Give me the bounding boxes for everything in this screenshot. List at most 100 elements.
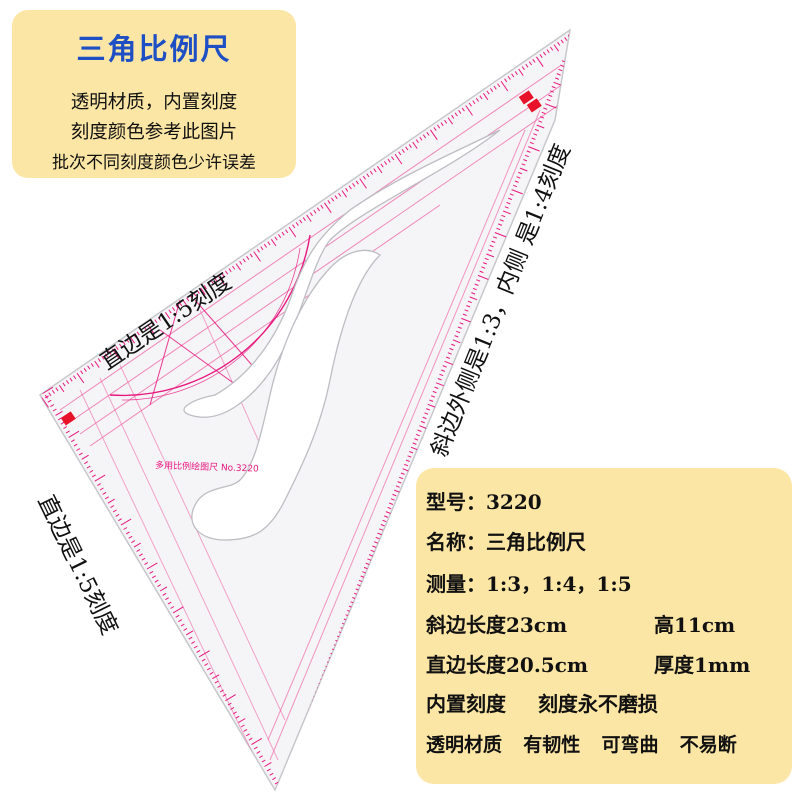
scale-tick xyxy=(288,226,297,238)
spec-thick-label: 厚度 xyxy=(654,653,694,677)
scale-tick xyxy=(296,738,301,742)
scale-tick xyxy=(526,150,531,153)
scale-tick xyxy=(62,382,66,387)
scale-tick xyxy=(232,265,236,270)
scale-tick xyxy=(193,292,197,297)
scale-tick xyxy=(168,309,172,314)
scale-tick xyxy=(553,44,560,52)
scale-tick xyxy=(44,395,49,399)
scale-tick xyxy=(277,781,289,789)
scale-tick xyxy=(94,474,106,482)
scale-tick xyxy=(110,505,115,509)
scale-tick xyxy=(429,399,434,402)
scale-tick xyxy=(341,190,348,198)
scale-tick xyxy=(531,137,536,140)
spec-measure: 测量：1:3，1:4，1:5 xyxy=(426,568,632,597)
scale-tick xyxy=(508,197,513,201)
scale-tick xyxy=(334,195,338,200)
scale-tick xyxy=(432,390,437,394)
scale-tick xyxy=(372,545,377,548)
scale-tick xyxy=(313,209,317,214)
scale-tick xyxy=(118,518,122,522)
scale-tick xyxy=(338,192,342,197)
spec-name-label: 名称： xyxy=(426,530,486,554)
scale-tick xyxy=(524,154,529,158)
scale-tick xyxy=(462,313,467,316)
scale-tick xyxy=(401,149,405,153)
scale-tick xyxy=(63,426,68,430)
scale-tick xyxy=(479,95,483,100)
scale-tick xyxy=(246,256,250,260)
scale-tick xyxy=(424,412,429,415)
scale-tick xyxy=(400,472,405,475)
scale-tick xyxy=(157,316,162,321)
scale-tick xyxy=(274,781,279,785)
scale-tick xyxy=(52,408,57,412)
scale-tick xyxy=(138,553,143,557)
spec-hyp-label: 斜边长度 xyxy=(426,613,506,637)
scale-tick xyxy=(249,253,253,258)
scale-tick xyxy=(422,134,427,139)
scale-tick xyxy=(120,518,132,526)
scale-tick xyxy=(355,180,359,185)
scale-tick xyxy=(108,350,112,355)
scale-tick xyxy=(529,141,534,145)
scale-tick xyxy=(84,461,89,465)
spec-model-label: 型号： xyxy=(426,490,486,514)
french-curve-cutout xyxy=(191,249,382,541)
scale-tick xyxy=(451,343,456,347)
scale-tick xyxy=(299,219,303,224)
feature-bendable: 可弯曲 xyxy=(601,734,659,756)
scale-tick xyxy=(300,730,305,733)
scale-tick xyxy=(534,128,539,132)
scale-tick xyxy=(477,274,490,281)
scale-tick xyxy=(528,61,533,66)
scale-tick xyxy=(115,346,119,350)
scale-tick xyxy=(380,524,385,527)
scale-tick xyxy=(435,382,444,387)
scale-tick xyxy=(387,158,391,163)
scale-tick xyxy=(504,206,509,209)
scale-tick xyxy=(118,343,123,348)
scale-tick xyxy=(115,513,120,517)
scale-tick xyxy=(151,575,156,579)
scale-tick xyxy=(399,476,404,480)
scale-tick xyxy=(78,452,83,456)
scale-tick xyxy=(175,304,179,309)
scale-tick xyxy=(395,485,400,488)
scale-tick xyxy=(494,232,507,238)
scale-tick xyxy=(256,750,261,754)
scale-tick xyxy=(419,425,427,430)
scale-tick xyxy=(474,283,479,286)
scale-tick xyxy=(123,527,128,530)
scale-tick xyxy=(235,715,240,719)
scale-tick xyxy=(369,170,374,175)
scale-tick xyxy=(201,658,206,662)
scale-tick xyxy=(486,253,495,258)
scale-tick xyxy=(467,300,472,304)
scale-tick xyxy=(378,528,384,531)
scale-tick xyxy=(224,270,229,275)
scale-tick xyxy=(292,224,296,229)
scale-tick xyxy=(479,270,484,274)
ruler-product-label: 多用比例绘图尺 No.3220 xyxy=(155,459,259,475)
scale-tick xyxy=(179,302,183,307)
spec-model: 型号：3220 xyxy=(426,486,542,515)
scale-tick xyxy=(222,693,227,697)
scale-tick xyxy=(503,210,511,215)
intro-line-3: 批次不同刻度颜色少许误差 xyxy=(52,153,256,173)
scale-tick xyxy=(269,772,274,776)
scale-tick xyxy=(239,260,243,265)
spec-features-1: 内置刻度 刻度永不磨损 xyxy=(426,688,658,717)
scale-tick xyxy=(536,124,545,129)
scale-tick xyxy=(556,73,561,76)
scale-tick xyxy=(330,197,335,202)
scale-tick xyxy=(55,387,59,392)
scale-tick xyxy=(76,372,85,384)
scale-tick xyxy=(143,326,147,331)
scale-tick xyxy=(549,90,555,93)
feature-unbreakable: 不易断 xyxy=(679,734,737,756)
scale-tick xyxy=(186,297,190,302)
scale-tick xyxy=(178,619,183,623)
scale-tick xyxy=(528,146,540,152)
